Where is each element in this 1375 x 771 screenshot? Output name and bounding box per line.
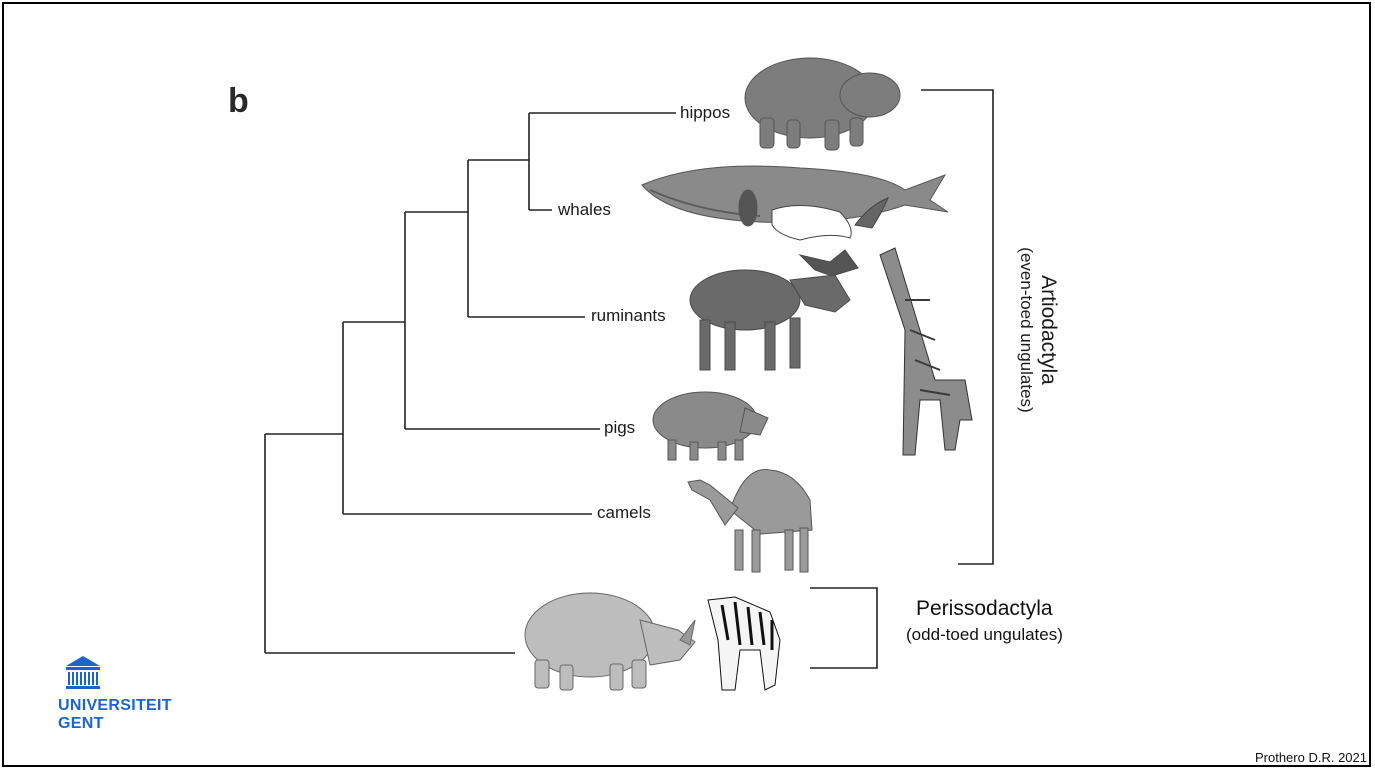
logo-line2: GENT xyxy=(58,715,104,733)
image-credit: Prothero D.R. 2021 xyxy=(1255,750,1367,765)
logo-line1: UNIVERSITEIT xyxy=(58,697,172,715)
